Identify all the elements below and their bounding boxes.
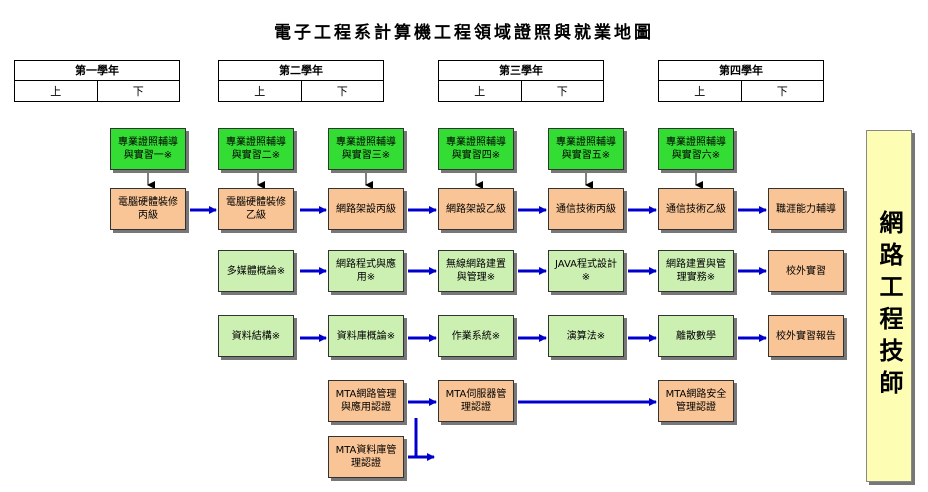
practicum-box-4: 專業證照輔導與實習四※ — [438, 128, 514, 170]
semester-lower: 下 — [520, 81, 604, 102]
cert-network-b: 網路架設乙級 — [438, 188, 514, 230]
mta-networking: MTA網路管理與應用認證 — [328, 380, 404, 422]
practicum-box-5: 專業證照輔導與實習五※ — [548, 128, 624, 170]
mta-security: MTA網路安全管理認證 — [658, 380, 734, 422]
semester-lower: 下 — [740, 81, 824, 102]
page-title: 電子工程系計算機工程領域證照與就業地圖 — [274, 23, 654, 43]
course-network-programming: 網路程式與應用※ — [328, 250, 404, 292]
progression-arrows — [190, 206, 767, 461]
year-label: 第四學年 — [659, 61, 823, 81]
course-java: JAVA程式設計※ — [548, 250, 624, 292]
course-data-structures: 資料結構※ — [218, 315, 294, 357]
year-label: 第二學年 — [219, 61, 383, 81]
year-label: 第一學年 — [15, 61, 179, 81]
practicum-box-1: 專業證照輔導與實習一※ — [110, 128, 186, 170]
internship: 校外實習 — [768, 250, 844, 292]
cert-hardware-b: 電腦硬體裝修乙級 — [218, 188, 294, 230]
cert-network-c: 網路架設丙級 — [328, 188, 404, 230]
course-network-practice: 網路建置與管理實務※ — [658, 250, 734, 292]
semester-upper: 上 — [254, 85, 266, 98]
year-header-1: 第一學年 上 下 — [14, 60, 180, 102]
mta-database: MTA資料庫管理認證 — [328, 436, 404, 478]
semester-upper: 上 — [474, 85, 486, 98]
year-header-4: 第四學年 上 下 — [658, 60, 824, 102]
practicum-box-6: 專業證照輔導與實習六※ — [658, 128, 734, 170]
course-database: 資料庫概論※ — [328, 315, 404, 357]
course-wireless-network: 無線網路建置與管理※ — [438, 250, 514, 292]
course-algorithms: 演算法※ — [548, 315, 624, 357]
practicum-down-arrows — [147, 171, 703, 189]
semester-lower: 下 — [96, 81, 180, 102]
career-network-engineer: 網路工程技師 — [866, 130, 912, 482]
cert-hardware-c: 電腦硬體裝修丙級 — [110, 188, 186, 230]
course-discrete-math: 離散數學 — [658, 315, 734, 357]
year-header-3: 第三學年 上 下 — [438, 60, 604, 102]
practicum-box-2: 專業證照輔導與實習二※ — [218, 128, 294, 170]
year-header-2: 第二學年 上 下 — [218, 60, 384, 102]
cert-telecom-c: 通信技術丙級 — [548, 188, 624, 230]
career-guidance: 職涯能力輔導 — [768, 188, 844, 230]
mta-server: MTA伺服器管理認證 — [438, 380, 514, 422]
year-label: 第三學年 — [439, 61, 603, 81]
course-multimedia: 多媒體概論※ — [218, 250, 294, 292]
internship-report: 校外實習報告 — [768, 315, 844, 357]
practicum-box-3: 專業證照輔導與實習三※ — [328, 128, 404, 170]
semester-lower: 下 — [300, 81, 384, 102]
semester-upper: 上 — [694, 85, 706, 98]
course-operating-systems: 作業系統※ — [438, 315, 514, 357]
semester-upper: 上 — [50, 85, 62, 98]
cert-telecom-b: 通信技術乙級 — [658, 188, 734, 230]
